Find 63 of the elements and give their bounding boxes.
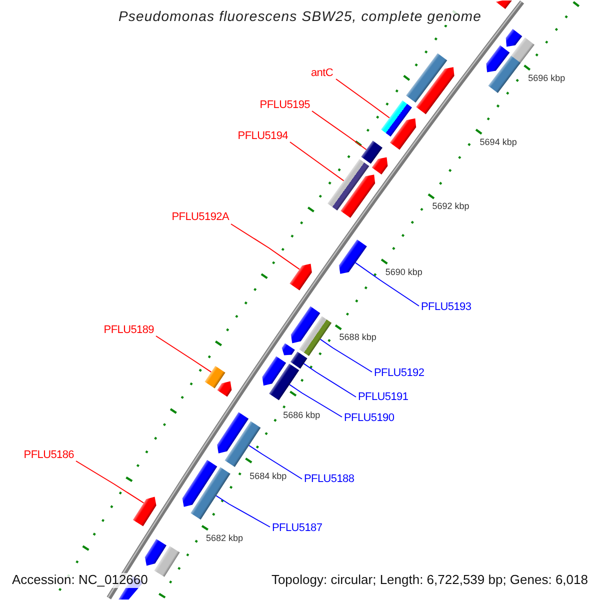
- gene-block: [290, 306, 320, 344]
- gene-label: PFLU5190: [344, 412, 394, 425]
- gene-label: PFLU5186: [24, 449, 74, 462]
- gene-block: [262, 356, 286, 386]
- gene-block: [361, 140, 382, 164]
- gene-block: [506, 28, 522, 47]
- scale-label: 5686 kbp: [283, 410, 320, 420]
- gene-block: [132, 496, 156, 526]
- gene-block: [488, 56, 521, 93]
- gene-block: [282, 343, 295, 356]
- leader-line: [289, 384, 342, 418]
- gene-label: PFLU5187: [272, 522, 322, 535]
- gene-block: [290, 352, 308, 369]
- gene-block: [269, 364, 300, 400]
- gene-block: [154, 546, 180, 577]
- gene-block: [406, 53, 448, 103]
- leader-line: [336, 78, 390, 118]
- scale-label: 5696 kbp: [528, 72, 566, 83]
- gene-block: [290, 264, 312, 290]
- gene-label: PFLU5192A: [172, 211, 229, 224]
- gene-label: PFLU5193: [421, 301, 472, 314]
- gene-label: PFLU5191: [358, 391, 408, 404]
- scale-label: 5694 kbp: [480, 136, 517, 148]
- gene-block: [224, 421, 261, 467]
- leader-line: [303, 363, 356, 398]
- gene-block: [204, 366, 226, 388]
- gene-label: antC: [310, 67, 333, 80]
- gene-label: PFLU5188: [304, 473, 354, 486]
- leader-line: [312, 110, 367, 150]
- gene-label: PFLU5194: [238, 130, 288, 143]
- gene-block: [390, 118, 416, 150]
- gene-block: [372, 157, 388, 174]
- gene-block: [496, 0, 512, 9]
- scale-label: 5692 kbp: [432, 201, 470, 212]
- gene-block: [144, 539, 166, 566]
- leader-line: [230, 224, 300, 270]
- gene-label: PFLU5192: [374, 367, 424, 380]
- genome-summary-text: Topology: circular; Length: 6,722,539 bp; Genes: 6,018: [269, 573, 590, 588]
- leader-line: [156, 336, 212, 373]
- gene-block: [340, 174, 376, 218]
- gene-label: PFLU5189: [104, 324, 154, 337]
- gene-block: [217, 412, 249, 454]
- gene-block: [182, 460, 218, 507]
- scale-label: 5684 kbp: [250, 471, 287, 482]
- gene-block: [486, 45, 510, 72]
- gene-block: [299, 316, 332, 356]
- scale-label: 5688 kbp: [339, 332, 376, 343]
- gene-block: [190, 467, 230, 520]
- leader-line: [216, 495, 270, 528]
- leader-line: [76, 460, 144, 504]
- scale-label: 5682 kbp: [206, 532, 244, 544]
- gene-block: [339, 240, 367, 274]
- leader-line: [354, 262, 420, 306]
- gene-block: [381, 100, 412, 137]
- gene-label: PFLU5195: [260, 99, 310, 112]
- leader-line: [290, 142, 344, 182]
- leader-line: [248, 444, 302, 480]
- gene-block: [416, 67, 454, 114]
- accession-text: Accession: NC_012660: [10, 573, 150, 588]
- leader-line: [320, 338, 372, 372]
- gene-block: [217, 381, 232, 397]
- scale-label: 5690 kbp: [385, 266, 422, 277]
- gene-block: [328, 159, 370, 210]
